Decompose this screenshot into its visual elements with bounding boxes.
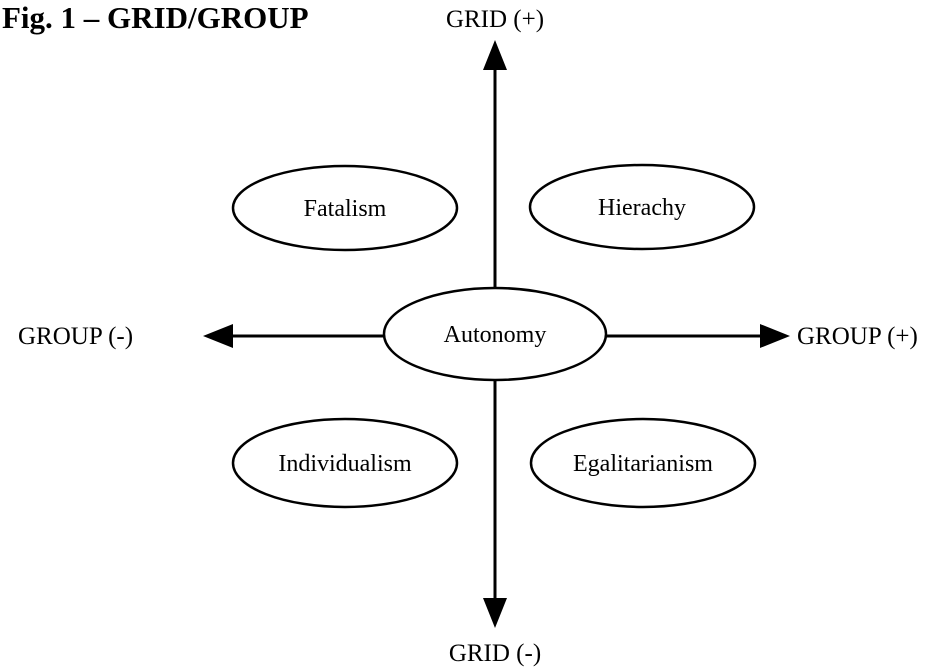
fatalism-label: Fatalism — [304, 196, 387, 222]
figure-title: Fig. 1 – GRID/GROUP — [2, 0, 309, 35]
egalitarianism-label: Egalitarianism — [573, 451, 713, 477]
grid-plus-arrowhead — [483, 40, 507, 70]
fatalism-ellipse — [231, 164, 459, 252]
group-plus-arrowhead — [760, 324, 790, 348]
individualism-label: Individualism — [278, 451, 412, 477]
grid-minus-label: GRID (-) — [449, 640, 541, 667]
grid-minus-arrowhead — [483, 598, 507, 628]
hierachy-ellipse — [528, 163, 756, 251]
hierachy-label: Hierachy — [598, 195, 686, 221]
group-minus-arrowhead — [203, 324, 233, 348]
individualism-ellipse — [231, 417, 459, 509]
autonomy-ellipse — [382, 286, 608, 382]
egalitarianism-ellipse — [529, 417, 757, 509]
group-minus-label: GROUP (-) — [18, 323, 133, 350]
grid-plus-label: GRID (+) — [446, 6, 544, 33]
group-plus-label: GROUP (+) — [797, 323, 918, 350]
autonomy-label: Autonomy — [444, 322, 547, 348]
